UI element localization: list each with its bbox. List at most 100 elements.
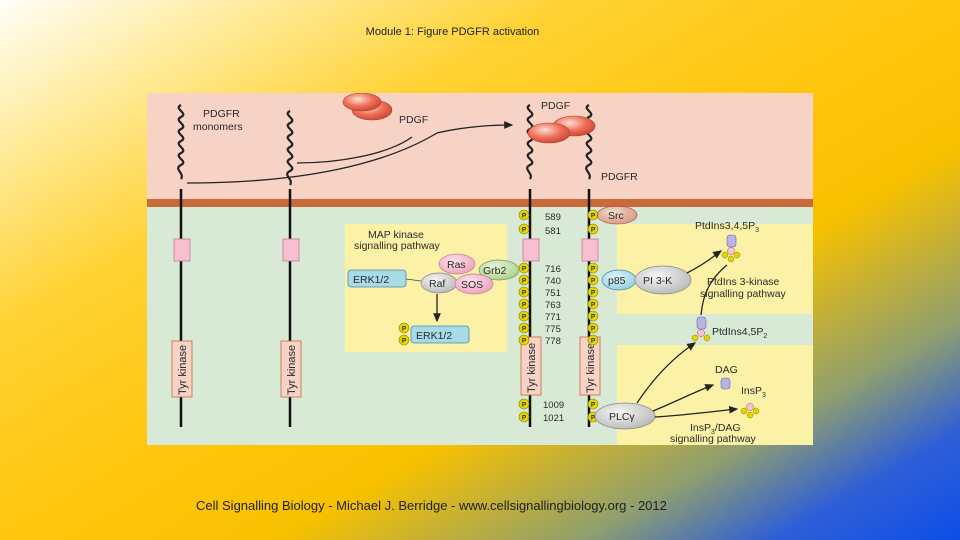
phosphate-icon: P [518, 286, 530, 298]
grb2-protein: Grb2 [478, 259, 520, 281]
juxtamembrane-box [282, 238, 300, 262]
slide-footer: Cell Signalling Biology - Michael J. Ber… [196, 498, 667, 513]
phosphate-icon: P [587, 209, 599, 221]
svg-text:P: P [591, 213, 596, 220]
residue-numbers: 589 581 716 740 751 763 771 775 778 1009… [543, 212, 564, 424]
phosphate-icon: P [587, 334, 599, 346]
phosphate-icon: P [587, 310, 599, 322]
phosphate-icon: P [518, 298, 530, 310]
phosphate-icon: P [398, 322, 410, 334]
phosphate-icon: P [587, 262, 599, 274]
phosphotyrosine-right-column: P P P P P P P P P P P [587, 209, 599, 423]
residue-763: 763 [545, 300, 561, 311]
plc-pathway-box [617, 345, 813, 445]
svg-text:P: P [522, 290, 527, 297]
svg-text:P: P [522, 302, 527, 309]
sos-protein: SOS [454, 273, 494, 295]
tyr-kinase-domain [171, 340, 193, 398]
pi3k-pathway-label-1: PtdIns 3-kinase [707, 276, 780, 288]
tyr-kinase-label: Tyr kinase [177, 345, 189, 395]
map-kinase-title-1: MAP kinase [368, 229, 424, 241]
residue-771: 771 [545, 312, 561, 323]
phosphate-icon: P [587, 398, 599, 410]
pdgf-ligand-free [342, 93, 393, 121]
phosphate-icon: P [518, 262, 530, 274]
phosphotyrosine-left-column: P P P P P P P P P P P [518, 209, 530, 423]
pip2-molecule-icon [691, 316, 711, 342]
plc-to-pip2-arrow [636, 342, 697, 404]
svg-text:P: P [591, 290, 596, 297]
phosphate-icon: P [587, 223, 599, 235]
svg-text:P: P [591, 415, 596, 422]
pdgf-label-top: PDGF [541, 100, 570, 112]
svg-text:P: P [402, 338, 407, 345]
tyr-kinase-domain [280, 340, 302, 398]
phosphate-icon: P [587, 286, 599, 298]
raf-erk-connector [405, 278, 422, 282]
ras-protein: Ras [438, 253, 476, 275]
svg-text:P: P [522, 227, 527, 234]
pdgf-label-left: PDGF [399, 114, 428, 126]
residue-589: 589 [545, 212, 561, 223]
svg-text:P: P [591, 227, 596, 234]
svg-text:P: P [522, 402, 527, 409]
pi3k-to-pip3-arrow [686, 250, 723, 274]
pdgfr-monomer-center: Tyr kinase [280, 110, 302, 427]
tyr-kinase-label: Tyr kinase [585, 343, 597, 393]
pdgfr-activation-diagram: Tyr kinase Tyr kinase PDGFR monomers PDG… [147, 93, 813, 445]
juxtamembrane-box [581, 238, 599, 262]
svg-text:P: P [522, 213, 527, 220]
pdgf-ligand-bound [527, 115, 596, 144]
phosphate-icon: P [518, 322, 530, 334]
svg-text:p85: p85 [608, 275, 626, 287]
pdgfr-label-right: PDGFR [601, 171, 638, 183]
erk-inactive: ERK1/2 [347, 269, 407, 288]
svg-text:P: P [402, 326, 407, 333]
pip2-to-pip3-arrow [700, 264, 728, 316]
svg-text:ERK1/2: ERK1/2 [416, 330, 452, 342]
phosphate-icon: P [518, 334, 530, 346]
residue-716: 716 [545, 264, 561, 275]
erk-phosphorylated: ERK1/2 [410, 325, 470, 344]
svg-text:PI 3-K: PI 3-K [643, 275, 672, 287]
svg-text:Ras: Ras [447, 259, 466, 271]
phosphate-icon: P [587, 322, 599, 334]
phosphate-icon: P [587, 274, 599, 286]
svg-text:SOS: SOS [461, 279, 483, 291]
svg-text:Raf: Raf [429, 278, 445, 290]
svg-text:P: P [591, 302, 596, 309]
svg-text:Grb2: Grb2 [483, 265, 507, 277]
svg-text:P: P [591, 338, 596, 345]
ip3-dag-pathway-label-2: signalling pathway [670, 433, 757, 445]
phosphate-icon: P [587, 298, 599, 310]
pi3k-pathway-label-2: signalling pathway [700, 288, 787, 300]
residue-581: 581 [545, 226, 561, 237]
svg-text:P: P [591, 314, 596, 321]
svg-text:P: P [522, 415, 527, 422]
ip3-molecule-icon [740, 403, 760, 419]
svg-text:Src: Src [608, 210, 624, 222]
tyr-kinase-label: Tyr kinase [286, 345, 298, 395]
plc-to-ip3-arrow [654, 405, 739, 418]
binding-arrow [186, 121, 514, 184]
residue-1021: 1021 [543, 413, 564, 424]
pi3k-enzyme: PI 3-K [634, 265, 692, 295]
svg-text:P: P [591, 402, 596, 409]
residue-1009: 1009 [543, 400, 564, 411]
phosphate-icon: P [518, 274, 530, 286]
dag-label: DAG [715, 364, 738, 376]
pip2-label: PtdIns4,5P2 [712, 326, 767, 340]
svg-text:P: P [522, 326, 527, 333]
tyr-kinase-domain [520, 336, 542, 396]
src-kinase: Src [596, 205, 638, 225]
ip3-label: InsP3 [741, 385, 766, 399]
slide-title: Module 1: Figure PDGFR activation [365, 26, 540, 38]
pdgfr-monomers-label-1: PDGFR [203, 108, 240, 120]
pdgfr-dimer: Tyr kinase Tyr kinase [520, 104, 601, 427]
plc-to-dag-arrow [652, 384, 715, 412]
pdgfr-monomer-left: Tyr kinase [171, 104, 193, 427]
juxtamembrane-box [173, 238, 191, 262]
svg-text:PLCγ: PLCγ [609, 411, 635, 423]
phosphate-icon: P [518, 209, 530, 221]
extracellular-region [147, 93, 813, 201]
